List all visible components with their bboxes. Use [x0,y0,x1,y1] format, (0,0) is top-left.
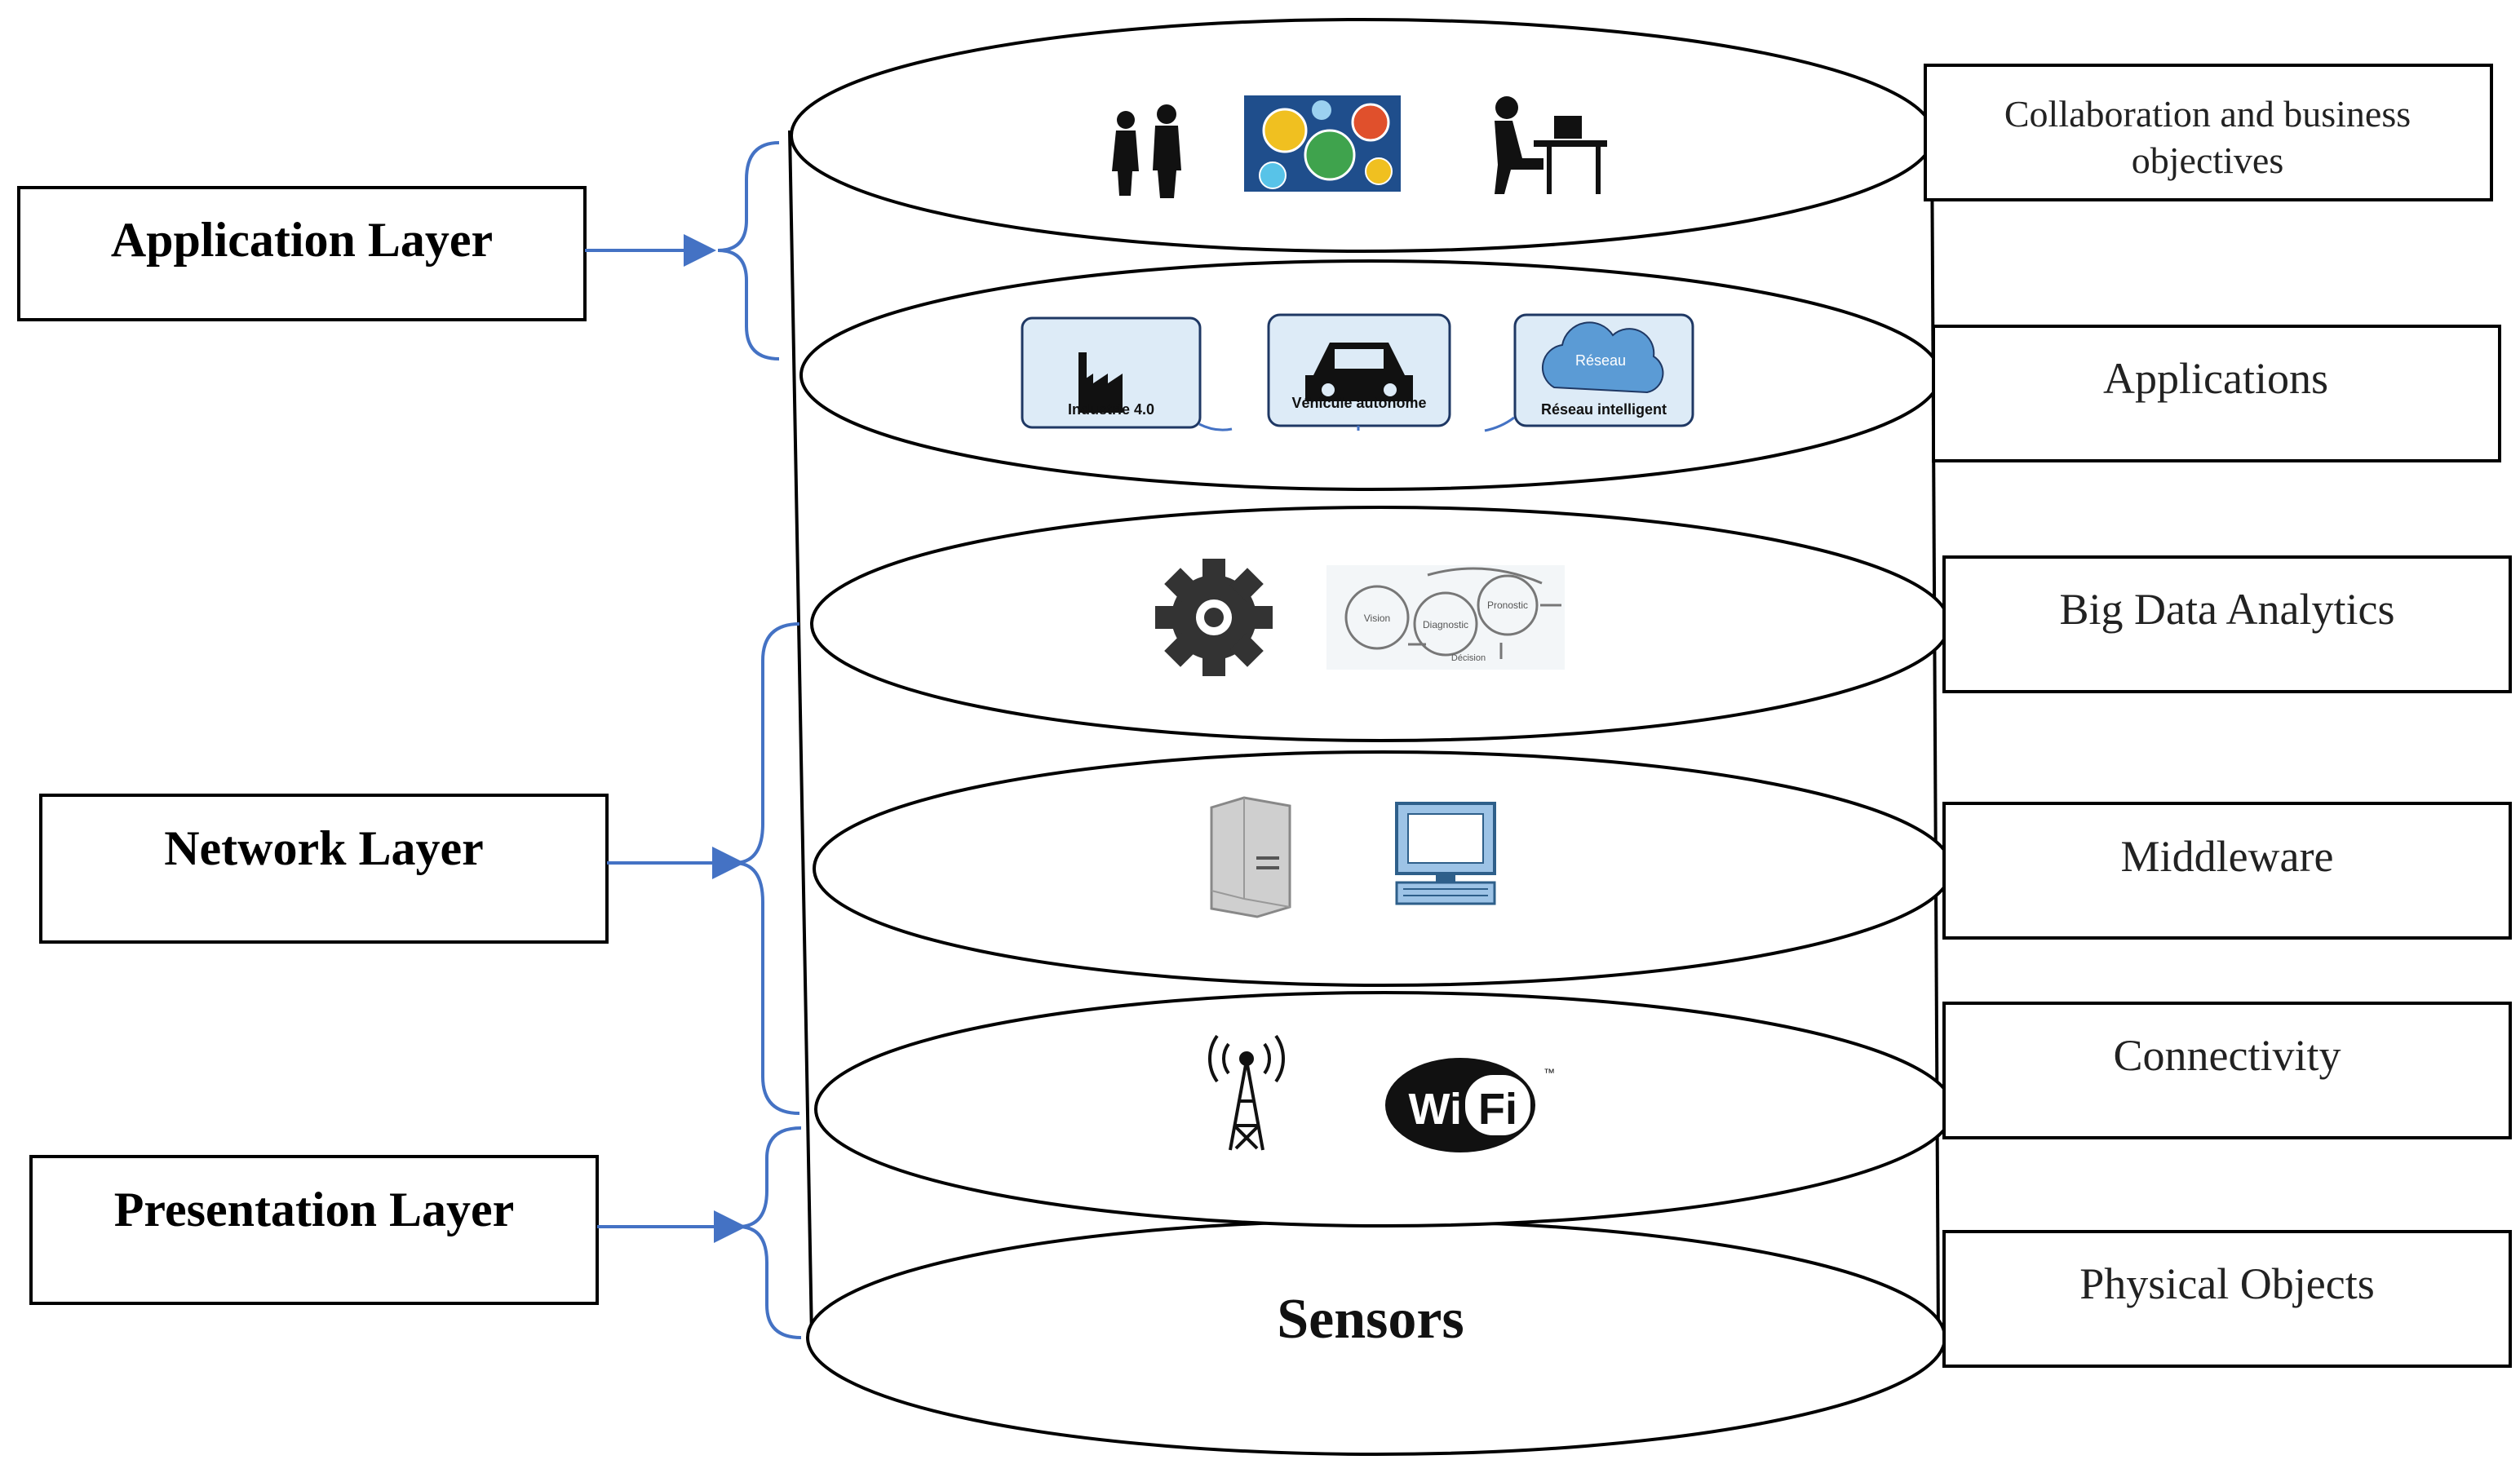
network-brace [733,622,800,1115]
collab-label-line1: Collaboration and business [2004,93,2411,135]
wifi-logo-icon: Wi Fi ™ [1385,1058,1555,1152]
left-layer-boxes [17,186,609,1305]
sensors-label: Sensors [1277,1288,1464,1351]
application-brace [717,141,780,361]
process-word-pronostic: Pronostic [1487,599,1528,611]
wifi-trademark: ™ [1543,1066,1555,1079]
network-layer-label: Network Layer [164,821,484,875]
app-connector-arrows [1198,416,1515,432]
computer-monitor-icon [1395,802,1496,905]
application-layer-box [17,186,587,321]
tier-ellipses [790,18,1955,1456]
bigdata-box [1942,555,2512,693]
server-tower-icon [1210,796,1291,918]
middleware-label: Middleware [2121,832,2334,881]
right-label-boxes [1924,64,2512,1368]
process-word-vision: Vision [1364,613,1390,624]
desk-worker-icon [1495,96,1607,194]
process-word-diagnostic: Diagnostic [1423,619,1468,630]
network-layer-box [39,794,609,944]
people-talking-icon [1112,104,1181,198]
reseau-cloud-label: Réseau [1575,352,1626,369]
applications-box [1932,325,2501,462]
applications-label: Applications [2103,354,2328,403]
cloud-icon: Réseau Réseau intelligent [1513,313,1694,427]
layer-arrows [585,234,746,1243]
presentation-layer-box [29,1155,599,1305]
vehicule-label: Véhicule autonome [1291,395,1426,411]
connectivity-label: Connectivity [2114,1031,2341,1080]
middleware-box [1942,802,2512,940]
gear-icon [1155,559,1273,676]
layer-braces [717,141,802,1339]
presentation-brace [737,1126,802,1339]
antenna-tower-icon [1208,1034,1285,1151]
factory-icon: Industrie 4.0 [1021,316,1202,429]
gears-people-icon [1244,95,1401,192]
connectivity-box [1942,1002,2512,1139]
bigdata-label: Big Data Analytics [2060,585,2395,634]
car-icon: Véhicule autonome [1267,313,1451,427]
wifi-text-wi: Wi [1409,1085,1463,1134]
physical-box [1942,1230,2512,1368]
application-layer-label: Application Layer [111,213,493,267]
tier-middleware-ellipse [813,750,1953,987]
process-word-decision: Décision [1451,653,1486,663]
physical-objects-label: Physical Objects [2079,1259,2374,1308]
tier-connectivity-ellipse [814,991,1955,1228]
wifi-text-fi: Fi [1478,1085,1517,1134]
collab-label-line2: objectives [2132,139,2284,181]
industrie-label: Industrie 4.0 [1068,401,1154,418]
process-diagram-icon: Vision Diagnostic Pronostic Décision [1326,565,1565,670]
presentation-layer-label: Presentation Layer [114,1183,514,1236]
reseau-label: Réseau intelligent [1541,401,1667,418]
collab-box [1924,64,2493,201]
